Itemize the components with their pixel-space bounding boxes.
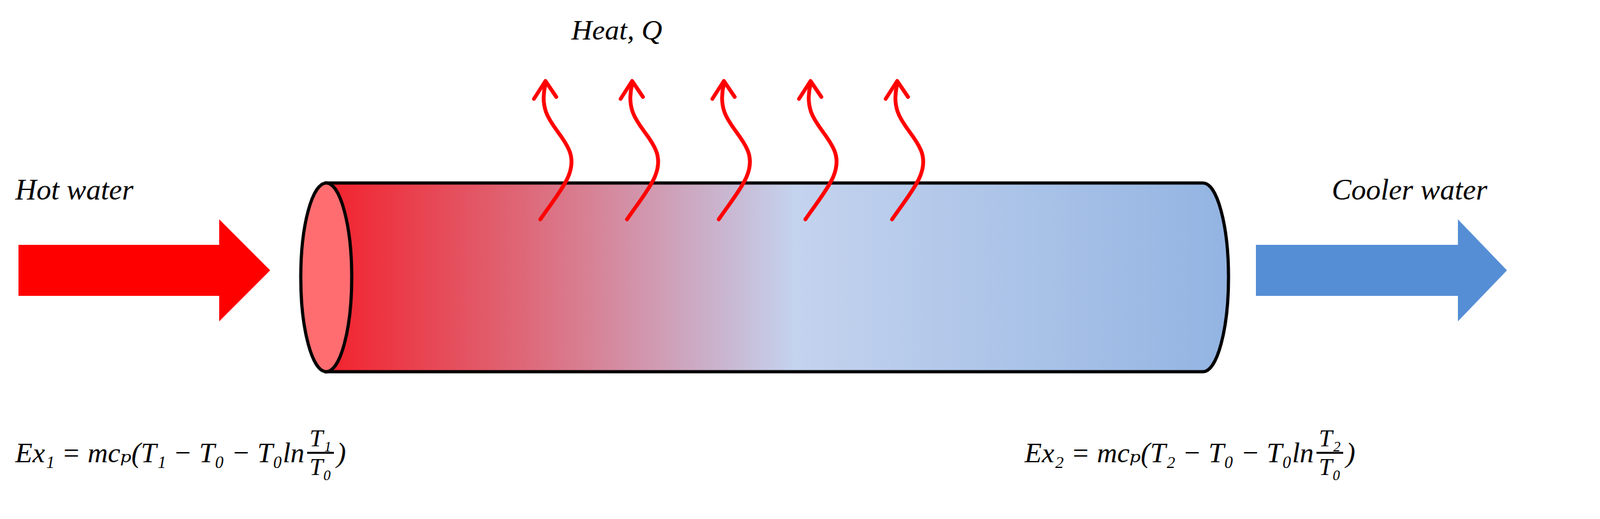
equation-text: Ex₂ = mcₚ(T₂ − T₀ − T₀ln [1024,435,1314,469]
fraction-denominator: T₀ [307,453,334,481]
heat-arrows [533,80,924,220]
inflow-label: Hot water [15,173,134,208]
heat-arrowhead [712,80,735,99]
fraction: T₁T₀ [307,425,334,481]
heat-label: Heat, Q [571,14,663,48]
heat-wave [718,84,750,220]
cool-outflow-arrow [1255,219,1507,322]
fraction-numerator: T₁ [307,425,334,454]
hot-inflow-arrow [18,219,271,322]
exergy-equation: Ex₂ = mcₚ(T₂ − T₀ − T₀lnT₂T₀) [1024,425,1356,481]
heat-wave [540,84,572,220]
heat-wave [627,84,659,220]
equation-text: ) [336,436,346,469]
fraction: T₂T₀ [1316,425,1344,481]
outflow-label: Cooler water [1331,173,1488,208]
fraction-numerator: T₂ [1316,425,1344,454]
equation-text: ) [1345,436,1356,469]
pipe-inlet [300,182,352,372]
pipe-body [326,182,1229,372]
equation-text: Ex₁ = mcₚ(T₁ − T₀ − T₀ln [15,435,305,469]
heat-arrowhead [885,80,909,99]
heat-wave [805,84,837,220]
fraction-denominator: T₀ [1316,453,1344,481]
heat-arrowhead [799,80,822,99]
heat-arrowhead [533,80,557,99]
heat-arrowhead [620,80,643,99]
exergy-equation: Ex₁ = mcₚ(T₁ − T₀ − T₀lnT₁T₀) [15,425,346,481]
heat-wave [892,84,924,220]
